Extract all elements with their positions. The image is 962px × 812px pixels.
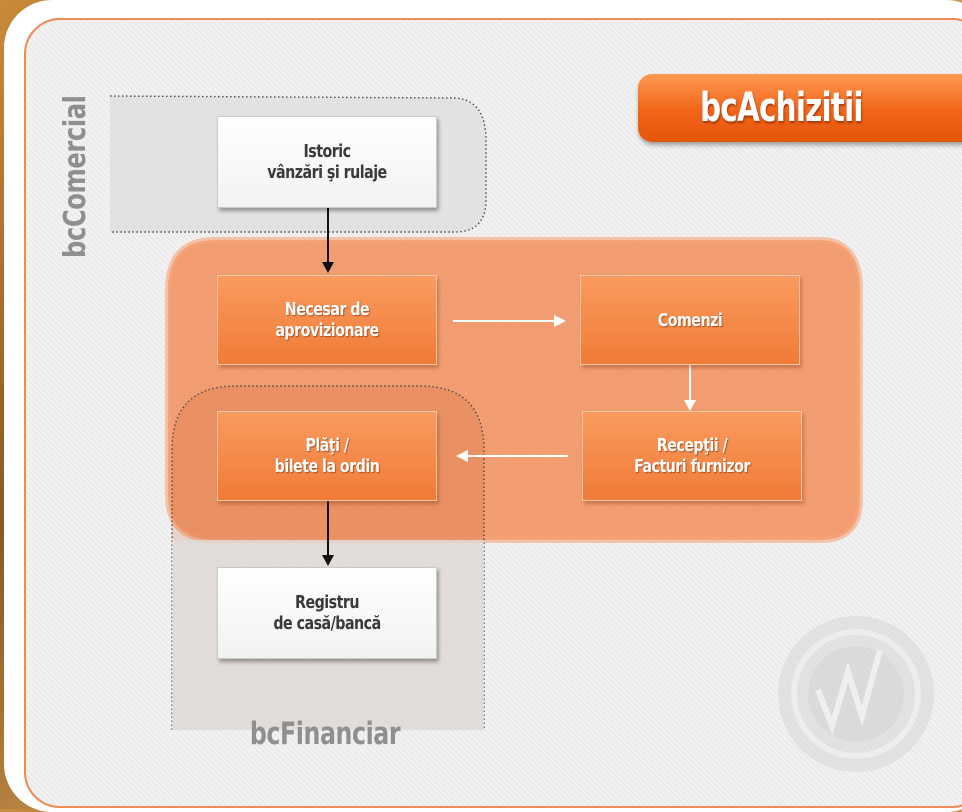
group-label-comercial: bcComercial (58, 95, 93, 258)
logo-watermark (778, 616, 934, 772)
node-plati: Plăţi / bilete la ordin (217, 411, 437, 501)
node-istoric: Istoric vânzări şi rulaje (217, 116, 437, 208)
arrowhead (684, 400, 696, 411)
arrowhead (322, 262, 334, 273)
title-badge (638, 74, 962, 142)
achizitii-group-glow (165, 237, 863, 543)
group-label-financiar: bcFinanciar (249, 716, 401, 752)
node-label: Necesar de aprovizionare (275, 299, 379, 341)
node-label: Plăţi / bilete la ordin (274, 435, 380, 477)
node-receptii: Recepţii / Facturi furnizor (582, 411, 802, 501)
node-necesar: Necesar de aprovizionare (217, 275, 437, 365)
node-label: Comenzi (657, 309, 723, 331)
arrowhead (554, 315, 566, 327)
edges-layer (322, 208, 696, 566)
diagram-title: bcAchizitii (700, 85, 863, 131)
node-label: Registru de casă/bancă (273, 592, 381, 634)
node-label: Recepţii / Facturi furnizor (634, 435, 750, 477)
node-comenzi: Comenzi (580, 275, 800, 365)
node-registru: Registru de casă/bancă (217, 567, 437, 659)
arrowhead (322, 555, 334, 566)
arrowhead (456, 450, 468, 462)
node-label: Istoric vânzări şi rulaje (267, 141, 387, 183)
